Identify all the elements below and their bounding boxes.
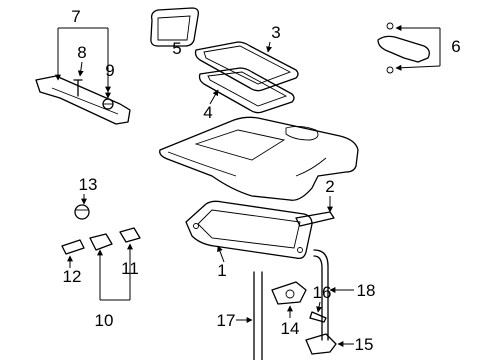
part-rail-bracket	[35, 75, 131, 125]
callout-18: 18	[357, 281, 376, 300]
part-headliner	[159, 116, 359, 201]
part-drain-connector	[377, 22, 430, 74]
part-weatherstrip	[198, 67, 295, 114]
callout-3: 3	[271, 23, 280, 42]
part-hook	[119, 227, 141, 243]
part-glass-seal-frame	[150, 7, 200, 47]
part-drain-hose-rear	[313, 249, 329, 341]
callout-15: 15	[355, 335, 374, 354]
callout-10: 10	[95, 311, 114, 330]
part-screw	[73, 79, 83, 97]
callout-14: 14	[281, 319, 300, 338]
part-glass-panel	[194, 41, 299, 92]
callout-8: 8	[77, 43, 86, 62]
part-motor	[271, 281, 307, 305]
part-holder	[89, 233, 113, 251]
part-drive-bracket	[305, 333, 337, 355]
callout-13: 13	[79, 175, 98, 194]
leader-lines	[55, 25, 441, 347]
part-link	[309, 311, 327, 323]
part-plate	[61, 239, 85, 255]
callout-12: 12	[63, 267, 82, 286]
callout-numbers: 7 8 9 5 3 4 6 2 1 13 12 11 10 14 16 15 1…	[63, 7, 461, 354]
callout-17: 17	[217, 311, 236, 330]
callout-6: 6	[451, 37, 460, 56]
part-drain-hose-front	[253, 271, 263, 360]
callout-5: 5	[172, 39, 181, 58]
callout-2: 2	[325, 177, 334, 196]
callout-1: 1	[217, 261, 226, 280]
callout-9: 9	[105, 61, 114, 80]
part-bracket	[295, 211, 335, 227]
part-clip	[74, 204, 90, 220]
callout-7: 7	[71, 7, 80, 26]
callout-4: 4	[203, 103, 212, 122]
callout-16: 16	[313, 283, 332, 302]
part-housing-frame	[185, 200, 313, 260]
callout-11: 11	[121, 259, 139, 278]
part-nut	[102, 98, 114, 110]
